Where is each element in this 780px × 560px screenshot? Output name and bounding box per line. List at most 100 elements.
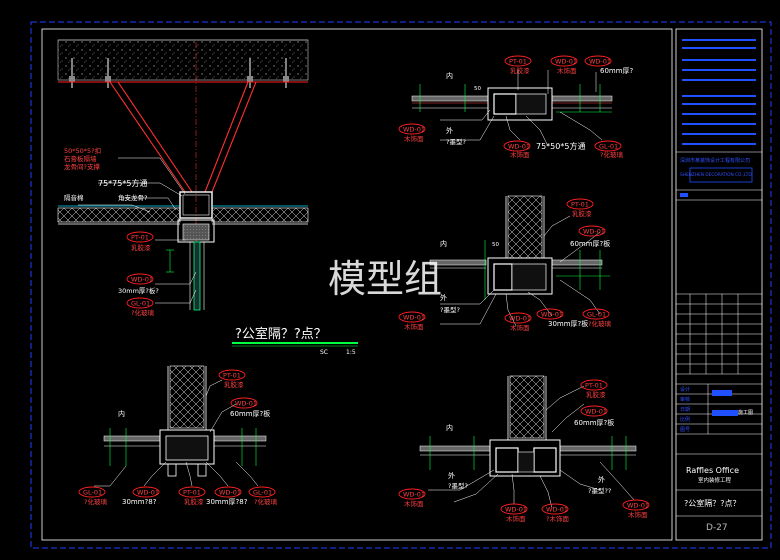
d5-tag-wd01-e: WD-01 [627, 502, 649, 510]
d4-note-30mm-a: 30mm?8? [122, 498, 157, 506]
d5-tag-wd01-c: WD-01 [505, 506, 527, 514]
tag-pt01-sub: 乳胶漆 [131, 243, 151, 252]
d5-label-gypsum-l: ?墨型? [448, 481, 468, 490]
d5-tag-wd01-b: WD-01 [403, 491, 425, 499]
d3-tag-gl01: GL-01 [587, 311, 606, 319]
tb-stamp: 施工图 [738, 409, 753, 416]
d4-tag-gl01-b-sub: ?化玻璃 [254, 497, 277, 506]
d3-tag-gl01-sub: ?化玻璃 [588, 319, 611, 328]
tb-label-date: 日期 [680, 407, 690, 413]
d2-tag-wd01-a: WD-01 [555, 58, 577, 66]
tb-label-drawno: 图号 [680, 427, 690, 433]
d4-note-60mm: 60mm厚?板 [230, 409, 270, 418]
note-steel-square: 75*75*5方通 [98, 178, 147, 188]
detail-2-plan: 内 50 PT-01 乳胶漆 WD-01 木饰面 WD-01 60mm厚? [398, 55, 634, 159]
d4-tag-pt01-b-sub: 乳胶漆 [184, 497, 204, 506]
d5-tag-wd01-d: WD-01 [546, 506, 568, 514]
d4-tag-gl01-a-sub: ?化玻璃 [84, 497, 107, 506]
d4-tag-pt01-sub: 乳胶漆 [224, 380, 244, 389]
tag-gl01-sub: ?化玻璃 [131, 308, 154, 317]
d5-note-60mm: 60mm厚?板 [574, 418, 614, 427]
d5-tag-wd01-a: WD-01 [585, 408, 607, 416]
d5-label-inner: 内 [446, 423, 453, 432]
note-steel-top-line1: 50*50*5?扣 [64, 146, 101, 155]
note-steel-top-line3: 龙骨间?支撑 [64, 162, 100, 171]
note-insulation: 隔音棉 [64, 193, 84, 202]
d4-tag-wd01-a: WD-01 [235, 400, 257, 408]
tb-project-name: Raffles Office [686, 466, 739, 475]
d5-tag-wd01-e-sub: 木饰面 [628, 510, 648, 519]
d4-tag-wd01-c: WD-01 [219, 489, 241, 497]
d2-tag-wd01-c-sub: 木饰面 [404, 134, 424, 143]
d3-label-inner: 内 [440, 239, 447, 248]
title-company: 深圳市某装饰设计工程有限公司 [680, 157, 750, 164]
d4-tag-gl01-a: GL-01 [83, 489, 102, 497]
title-company-sub: SHENZHEN DECORATION CO.,LTD [680, 172, 752, 178]
d2-tag-wd01-a-sub: 木饰面 [557, 66, 577, 75]
tag-pt01-label: PT-01 [131, 234, 149, 242]
d2-tag-gl01: GL-01 [599, 143, 618, 151]
d4-tag-wd01-b: WD-01 [137, 489, 159, 497]
d3-tag-wd01-c-sub: 木饰面 [510, 323, 530, 332]
d2-tag-pt01: PT-01 [509, 58, 527, 66]
d2-note-steel: 75*50*5方通 [536, 141, 585, 151]
d3-tag-pt01: PT-01 [571, 201, 589, 209]
note-beam: 角支龙骨? [118, 193, 147, 202]
d4-tag-pt01-b: PT-01 [183, 489, 201, 497]
d5-label-outer-l: 外 [448, 471, 455, 480]
tag-pt01-d1: PT-01 乳胶漆 [126, 231, 154, 252]
d2-label-inner: 内 [446, 71, 453, 80]
d5-label-outer-r: 外 [598, 475, 605, 484]
sheet-border-inner [41, 28, 673, 541]
d4-tag-gl01-b: GL-01 [253, 489, 272, 497]
d3-label-outer: 外 [440, 293, 447, 302]
d2-dim-50: 50 [474, 86, 481, 92]
note-steel-top-line2: 石膏板隔墙 [64, 154, 97, 163]
detail-4-plan: 内 PT-01 乳胶漆 WD-01 60mm厚?板 GL-01 ?化玻璃 WD-… [78, 365, 277, 506]
tb-label-review: 审核 [680, 396, 690, 403]
tb-label-scale: 比例 [680, 416, 690, 423]
detail-1-ceiling-partition: 50*50*5?扣 石膏板隔墙 龙骨间?支撑 75*75*5方通 隔音棉 角支龙… [57, 39, 309, 317]
d2-note-60mm: 60mm厚? [600, 67, 634, 75]
d3-tag-wd01-c: WD-01 [509, 315, 531, 323]
tag-wd01-label: WD-01 [131, 276, 153, 284]
d5-tag-wd01-d-sub: ?木饰面 [546, 514, 569, 523]
d2-tag-pt01-sub: 乳胶漆 [510, 66, 530, 75]
section-scale-left: SC [320, 349, 328, 356]
section-title: ?公室隔？?点？ [235, 326, 327, 342]
d4-tag-pt01: PT-01 [223, 372, 241, 380]
d2-tag-wd01-d: WD-01 [508, 143, 530, 151]
tag-gl01-label: GL-01 [131, 300, 150, 308]
section-scale-right: 1:5 [346, 349, 356, 356]
sheet-border-outer [30, 21, 772, 549]
d2-tag-wd01-d-sub: 木饰面 [510, 150, 530, 159]
dim-30mm-d1: 30mm厚?板? [118, 286, 159, 295]
title-block: 深圳市某装饰设计工程有限公司 SHENZHEN DECORATION CO.,L… [675, 28, 763, 541]
d3-label-gypsum: ?墨型? [440, 305, 460, 314]
d2-tag-wd01-c: WD-01 [403, 126, 425, 134]
watermark: 模型组 [328, 257, 442, 301]
tb-drawing-name: ?公室隔？?点？ [684, 498, 741, 508]
d5-tag-wd01-b-sub: 木饰面 [404, 499, 424, 508]
d3-note-30mm: 30mm厚?板 [548, 319, 588, 328]
detail-5-plan: 内 PT-01 乳胶漆 WD-01 60mm厚?板 外 ?墨型? 外 ?墨型??… [398, 375, 650, 523]
d4-label-inner: 内 [118, 409, 125, 418]
d2-label-gypsum: ?墨型? [446, 137, 466, 146]
d5-tag-pt01-sub: 乳胶漆 [586, 390, 606, 399]
detail-3-plan: 内 50 PT-01 乳胶漆 WD-01 60mm厚?板 外 ?墨型? WD-0… [398, 195, 611, 332]
d3-tag-wd01-d: WD-01 [541, 311, 563, 319]
d4-note-30mm-b: 30mm厚?8? [206, 498, 248, 506]
d3-tag-pt01-sub: 乳胶漆 [572, 209, 592, 218]
d2-tag-wd01-b: WD-01 [589, 58, 611, 66]
d3-dim-50: 50 [492, 242, 499, 248]
tb-label-design: 设计 [680, 386, 690, 393]
d2-label-outer: 外 [446, 126, 453, 135]
d3-tag-wd01-b: WD-01 [403, 314, 425, 322]
section-title-block: ?公室隔？?点？ SC 1:5 [232, 326, 358, 356]
d3-tag-wd01-a: WD-01 [583, 228, 605, 236]
d2-tag-gl01-sub: ?化玻璃 [600, 150, 623, 159]
d3-note-60mm: 60mm厚?板 [570, 239, 610, 248]
d3-tag-wd01-b-sub: 木饰面 [404, 322, 424, 331]
tag-wd01-d1: WD-01 [126, 273, 154, 285]
